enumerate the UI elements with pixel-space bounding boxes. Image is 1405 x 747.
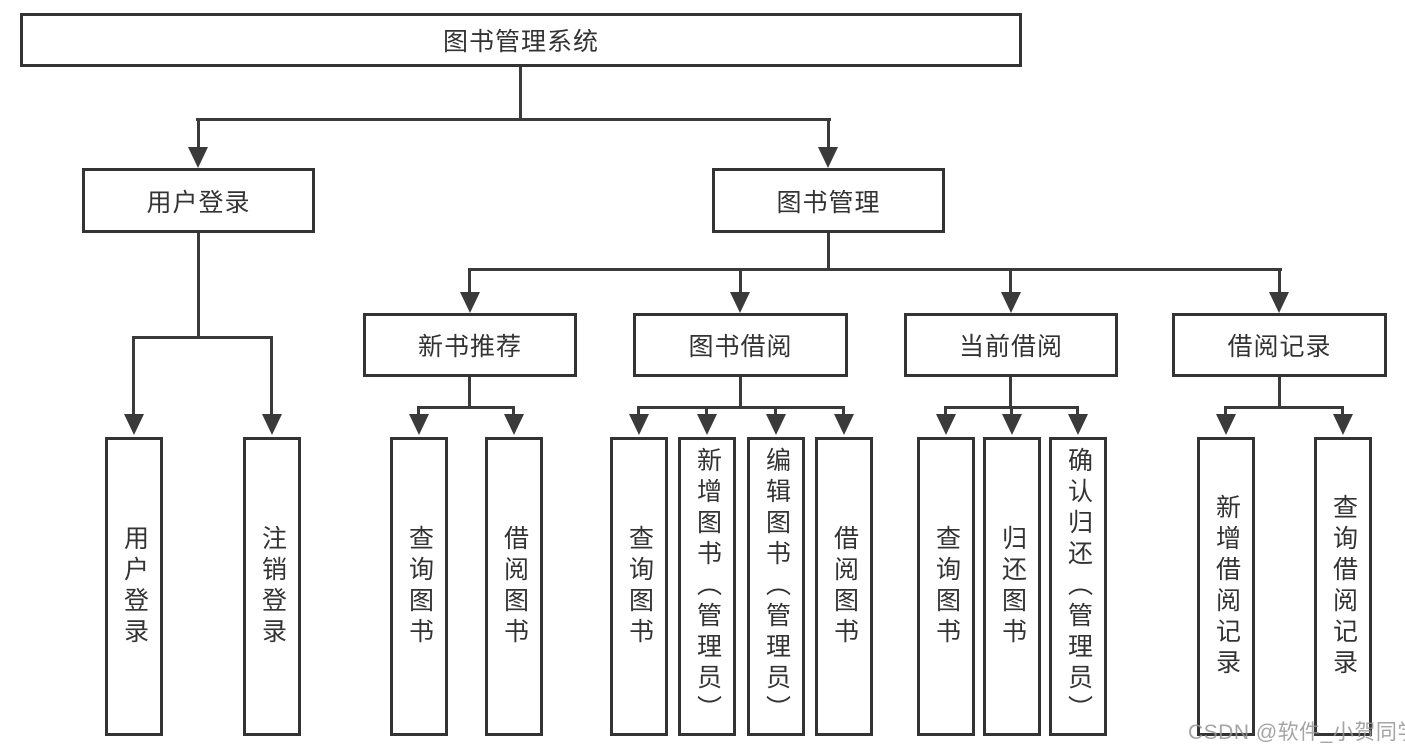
node-user-login: 用户登录 [82, 168, 315, 233]
connector-user-login-split [133, 336, 273, 339]
leaf-query-books-bb: 查询图书 [610, 437, 668, 736]
connector-book-mgmt-stem [827, 118, 830, 150]
connector-book-borrow-down [739, 377, 742, 408]
connector-new-books-split [419, 406, 514, 409]
connector-leaf-cb3-stem [1076, 406, 1079, 417]
connector-leaf-bb3-stem [774, 406, 777, 417]
connector-current-borrow-down [1009, 377, 1012, 408]
node-borrow-records: 借阅记录 [1172, 313, 1387, 377]
arrow-to-user-login [188, 147, 208, 168]
connector-leaf-bb2-stem [705, 406, 708, 417]
arrow-to-leaf-user-login [124, 414, 144, 435]
connector-leaf-bb1-stem [637, 406, 640, 417]
connector-borrow-records-stem [1278, 268, 1281, 294]
leaf-edit-books-admin: 编辑图书（管理员） [747, 437, 805, 736]
arrow-to-leaf-bb2 [697, 414, 717, 435]
arrow-to-leaf-nb2 [504, 414, 524, 435]
leaf-confirm-return-admin: 确认归还（管理员） [1049, 437, 1107, 736]
arrow-to-leaf-bb1 [629, 414, 649, 435]
connector-leaf-br1-stem [1224, 406, 1227, 417]
arrow-to-leaf-logout [262, 414, 282, 435]
arrow-to-leaf-cb2 [1002, 414, 1022, 435]
leaf-add-borrow-record: 新增借阅记录 [1197, 437, 1255, 736]
connector-current-borrow-stem [1009, 268, 1012, 294]
arrow-to-current-borrow [1001, 292, 1021, 313]
arrow-to-leaf-cb1 [936, 414, 956, 435]
connector-leaf-logout-stem [270, 336, 273, 416]
arrow-to-book-borrow [730, 292, 750, 313]
arrow-to-leaf-br1 [1216, 414, 1236, 435]
leaf-borrow-books-nb: 借阅图书 [485, 437, 543, 736]
connector-leaf-bb4-stem [842, 406, 845, 417]
connector-user-login-down [197, 233, 200, 338]
connector-level2-split [196, 118, 831, 121]
arrow-to-leaf-bb4 [834, 414, 854, 435]
connector-leaf-cb2-stem [1010, 406, 1013, 417]
arrow-to-new-books [460, 292, 480, 313]
connector-leaf-nb2-stem [512, 406, 515, 417]
leaf-query-borrow-record: 查询借阅记录 [1314, 437, 1372, 736]
leaf-borrow-books-bb: 借阅图书 [815, 437, 873, 736]
connector-borrow-records-split [1226, 406, 1343, 409]
leaf-query-books-cb: 查询图书 [917, 437, 975, 736]
node-current-borrow: 当前借阅 [904, 313, 1118, 377]
connector-leaf-cb1-stem [944, 406, 947, 417]
connector-book-mgmt-down [827, 233, 830, 271]
leaf-user-login: 用户登录 [105, 437, 163, 736]
connector-user-login-stem [197, 118, 200, 150]
connector-leaf-user-login-stem [132, 336, 135, 416]
connector-leaf-nb1-stem [417, 406, 420, 417]
connector-new-books-down [468, 377, 471, 408]
leaf-query-books-nb: 查询图书 [390, 437, 448, 736]
node-book-mgmt: 图书管理 [712, 168, 945, 233]
connector-book-borrow-split [639, 406, 844, 409]
connector-root-stem [519, 67, 522, 120]
connector-borrow-records-down [1278, 377, 1281, 408]
arrow-to-leaf-bb3 [766, 414, 786, 435]
arrow-to-leaf-nb1 [409, 414, 429, 435]
arrow-to-leaf-cb3 [1068, 414, 1088, 435]
node-root: 图书管理系统 [20, 13, 1022, 67]
connector-new-books-stem [468, 268, 471, 294]
arrow-to-borrow-records [1269, 292, 1289, 313]
leaf-logout: 注销登录 [243, 437, 301, 736]
node-new-books: 新书推荐 [363, 313, 577, 377]
connector-level3-split [469, 268, 1282, 271]
leaf-add-books-admin: 新增图书（管理员） [678, 437, 736, 736]
connector-leaf-br2-stem [1341, 406, 1344, 417]
arrow-to-book-mgmt [818, 147, 838, 168]
node-book-borrow: 图书借阅 [633, 313, 848, 377]
leaf-return-books: 归还图书 [983, 437, 1041, 736]
arrow-to-leaf-br2 [1333, 414, 1353, 435]
connector-book-borrow-stem [739, 268, 742, 294]
csdn-watermark: CSDN @软件_小贺同学 [1188, 721, 1405, 744]
